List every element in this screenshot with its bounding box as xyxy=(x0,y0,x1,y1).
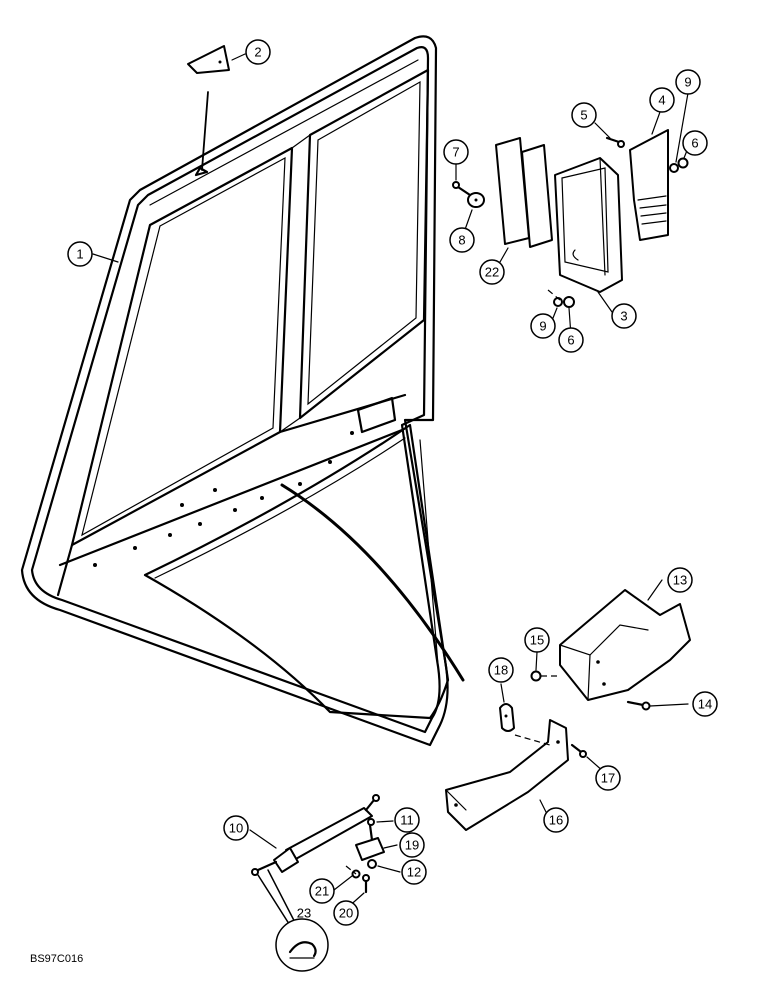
callout-6-lower: 6 xyxy=(558,327,584,353)
callout-leaders xyxy=(92,53,689,910)
gas-strut-assembly xyxy=(251,794,385,972)
callout-8: 8 xyxy=(449,227,475,253)
callout-14: 14 xyxy=(692,691,718,717)
callout-1: 1 xyxy=(67,241,93,267)
callout-label: 17 xyxy=(601,771,615,786)
callout-label: 6 xyxy=(567,333,574,348)
callout-label: 12 xyxy=(407,865,421,880)
callout-label: 15 xyxy=(530,633,544,648)
callout-label: 18 xyxy=(494,663,508,678)
callout-label: 11 xyxy=(400,813,414,828)
callout-15: 15 xyxy=(524,627,550,653)
callout-22: 22 xyxy=(479,259,505,285)
callout-13: 13 xyxy=(667,567,693,593)
callout-9: 9 xyxy=(675,69,701,95)
callout-label: 6 xyxy=(691,136,698,151)
callout-5: 5 xyxy=(571,102,597,128)
callout-label: 9 xyxy=(539,319,546,334)
callout-label: 13 xyxy=(673,573,687,588)
callout-label: 20 xyxy=(339,906,353,921)
callout-label: 2 xyxy=(254,45,261,60)
callout-label: 16 xyxy=(549,813,563,828)
callout-23: 23 xyxy=(297,906,311,921)
callout-label: 22 xyxy=(485,265,499,280)
callout-label: 14 xyxy=(698,697,712,712)
corner-plate xyxy=(187,45,230,74)
callout-19: 19 xyxy=(399,832,425,858)
callout-4: 4 xyxy=(649,87,675,113)
callout-label: 7 xyxy=(452,145,459,160)
callout-7: 7 xyxy=(443,139,469,165)
callout-10: 10 xyxy=(223,815,249,841)
figure-code: BS97C016 xyxy=(30,953,83,965)
callout-18: 18 xyxy=(488,657,514,683)
callout-11: 11 xyxy=(394,807,420,833)
callout-3: 3 xyxy=(611,303,637,329)
callout-label: 4 xyxy=(658,93,665,108)
callout-17: 17 xyxy=(595,765,621,791)
callout-label: 21 xyxy=(315,884,329,899)
callout-20: 20 xyxy=(333,900,359,926)
cab-door-frame xyxy=(20,35,465,747)
callout-label: 1 xyxy=(76,247,83,262)
callout-label: 23 xyxy=(297,906,311,921)
callout-label: 19 xyxy=(405,838,419,853)
lamp-assembly xyxy=(452,129,689,308)
callout-16: 16 xyxy=(543,807,569,833)
callout-label: 3 xyxy=(620,309,627,324)
callout-label: 8 xyxy=(458,233,465,248)
callout-12: 12 xyxy=(401,859,427,885)
callout-6: 6 xyxy=(682,130,708,156)
callout-2: 2 xyxy=(245,39,271,65)
callout-21: 21 xyxy=(309,878,335,904)
callout-9-lower: 9 xyxy=(530,313,556,339)
callout-label: 9 xyxy=(684,75,691,90)
mount-bracket-assembly xyxy=(445,589,691,831)
callout-label: 10 xyxy=(229,821,243,836)
callout-label: 5 xyxy=(580,108,587,123)
